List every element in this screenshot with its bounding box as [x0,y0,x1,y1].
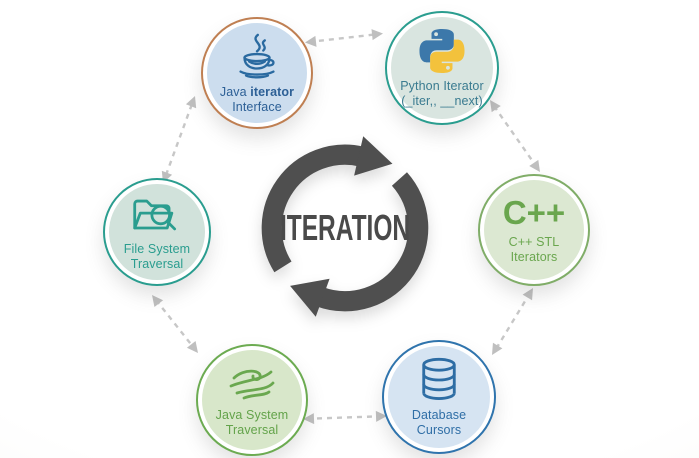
node-label: Java System Traversal [215,408,289,437]
node-cpp-stl-iterators: C++ C++ STL Iterators [478,174,590,286]
node-disc [109,184,205,280]
wind-swirl-icon [229,369,275,400]
node-label: Database Cursors [411,408,467,437]
connector-java-python [305,29,383,47]
node-label: C++ STL Iterators [508,234,560,264]
node-file-system-traversal: File System Traversal [103,178,211,286]
connector-database-javasys [303,410,387,425]
node-disc [484,180,584,280]
node-database-cursors: Database Cursors [382,340,496,454]
node-java-system-traversal: Java System Traversal [196,344,308,456]
node-label: Python Iterator (_iter,, __next) [400,79,484,108]
iteration-cycle-arrows-icon [261,136,429,317]
folder-search-icon [133,199,177,231]
cpp-wordmark: C++ [502,193,566,231]
node-disc [202,350,302,450]
connector-cpp-database [492,288,533,355]
node-label: File System Traversal [123,242,191,271]
node-disc [388,346,490,448]
python-logo-icon [419,28,465,74]
node-label: Java iterator Interface [219,85,295,114]
iteration-title: ITERATION [279,207,411,248]
connector-python-cpp [490,100,540,172]
node-python-iterator: Python Iterator (_iter,, __next) [385,11,499,125]
connector-filesys-java [161,96,197,183]
database-cylinder-icon [422,357,456,400]
connector-javasys-filesys [152,295,198,353]
node-java-iterator-interface: Java iterator Interface [201,17,313,129]
java-coffee-cup-icon [239,33,275,79]
